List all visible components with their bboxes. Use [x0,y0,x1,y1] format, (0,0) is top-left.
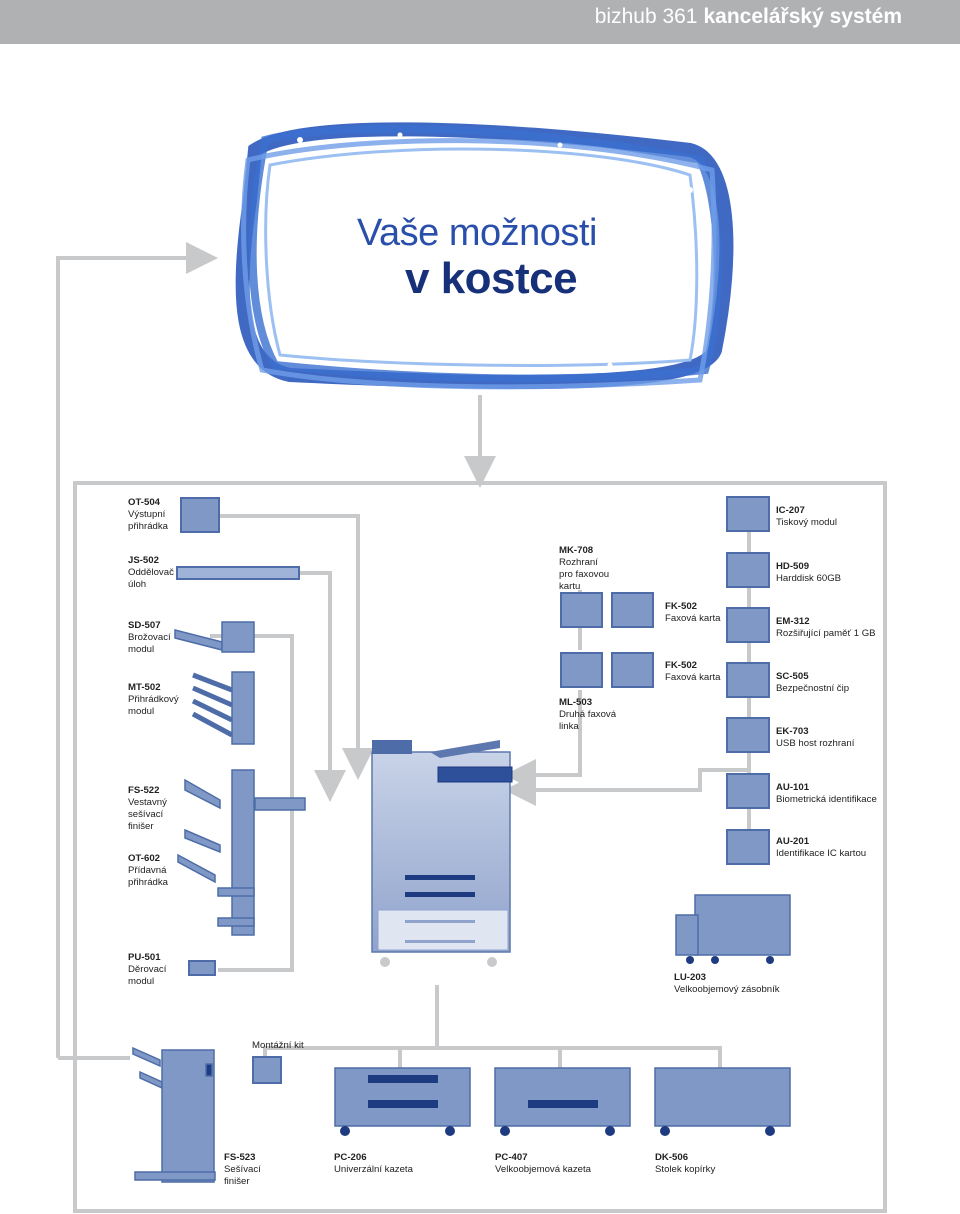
lu203-illustration [675,894,791,964]
mount-kit-label: Montážní kit [252,1040,304,1051]
pc407-illustration [494,1067,631,1136]
ic207-box [726,496,770,532]
pc206-illustration [334,1067,471,1136]
hd509-box [726,552,770,588]
em312-box [726,607,770,643]
hero-title: Vaše možnosti v kostce [357,212,597,303]
copier-illustration [371,740,513,967]
hero-frame [235,122,734,390]
fk502a-box [611,592,654,628]
js502-box [176,566,300,580]
ek703-box [726,717,770,753]
finisher-illustrations [174,621,306,936]
mount-kit-box [252,1056,282,1084]
header-subtitle: kancelářský systém [703,5,903,28]
ot504-box [180,497,220,533]
header-model: bizhub 361 [594,5,698,28]
mk708-box [560,592,603,628]
ml503-box [560,652,603,688]
pu501-box [188,960,216,976]
hero-line1: Vaše možnosti [357,212,597,254]
au201-box [726,829,770,865]
dk506-illustration [654,1067,791,1136]
fk502b-box [611,652,654,688]
hero-line2: v kostce [405,254,578,303]
sc505-box [726,662,770,698]
fs523-illustration [132,1046,216,1183]
au101-box [726,773,770,809]
